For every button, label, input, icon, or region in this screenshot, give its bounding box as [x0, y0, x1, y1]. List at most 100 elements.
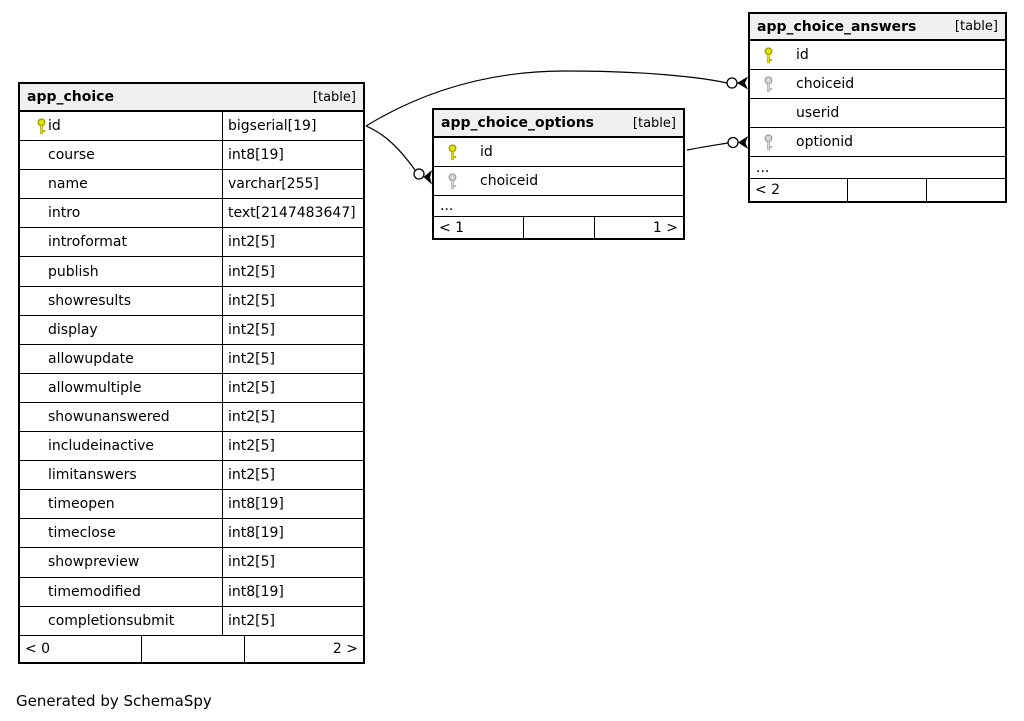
column-type: int2[5] — [222, 373, 363, 402]
column-type: int2[5] — [222, 315, 363, 344]
table-app-choice-options[interactable]: app_choice_options [table] id choiceid ..… — [432, 108, 685, 240]
column-row-limitanswers: limitanswers int2[5] — [20, 461, 363, 491]
table-name[interactable]: app_choice_answers — [757, 18, 917, 35]
odot-options-choiceid — [413, 168, 425, 180]
column-row-allowupdate: allowupdate int2[5] — [20, 344, 363, 374]
column-rows: id choiceid — [434, 138, 683, 196]
column-name: choiceid — [480, 173, 539, 189]
column-row-includeinactive: includeinactive int2[5] — [20, 432, 363, 462]
primary-key-icon — [20, 117, 48, 135]
column-name: id — [796, 47, 809, 63]
column-type: int2[5] — [222, 257, 363, 286]
table-footer: < 1 1 > — [434, 217, 683, 238]
column-row-allowmultiple: allowmultiple int2[5] — [20, 373, 363, 403]
column-row-choiceid: choiceid — [750, 70, 1005, 99]
table-badge: [table] — [312, 89, 356, 105]
primary-key-icon — [434, 143, 480, 161]
table-header: app_choice_answers [table] — [750, 14, 1005, 41]
column-name: publish — [48, 263, 99, 280]
column-row-display: display int2[5] — [20, 315, 363, 345]
column-type: int2[5] — [222, 286, 363, 315]
column-type: int2[5] — [222, 402, 363, 432]
column-row-userid: userid — [750, 99, 1005, 128]
column-name: completionsubmit — [48, 612, 175, 629]
column-type: text[2147483647] — [222, 199, 363, 228]
relationship-line-options-to-answers-optionid — [686, 142, 729, 151]
more-columns-ellipsis: ... — [434, 196, 683, 217]
column-name: name — [48, 176, 88, 193]
generated-by-note: Generated by SchemaSpy — [16, 692, 212, 710]
parent-count: < 1 — [439, 219, 465, 236]
column-type: int2[5] — [222, 461, 363, 490]
child-count: 1 > — [652, 219, 678, 236]
column-type: int8[19] — [222, 141, 363, 170]
column-row-course: course int8[19] — [20, 141, 363, 171]
more-columns-ellipsis: ... — [750, 157, 1005, 179]
crowsfoot-arrow-answers-choiceid — [737, 76, 748, 90]
table-name[interactable]: app_choice_options — [441, 115, 595, 131]
column-type: int2[5] — [222, 432, 363, 461]
table-badge: [table] — [632, 115, 676, 131]
footer-spacer — [523, 217, 595, 238]
table-footer: < 2 — [750, 179, 1005, 201]
parent-count: < 2 — [755, 182, 781, 198]
parent-count: < 0 — [25, 640, 51, 657]
table-name[interactable]: app_choice — [27, 89, 114, 105]
column-rows: id choiceid userid optionid — [750, 41, 1005, 157]
odot-answers-optionid — [727, 136, 739, 149]
column-row-id: id bigserial[19] — [20, 112, 363, 142]
column-name: showresults — [48, 292, 132, 309]
column-row-id: id — [750, 41, 1005, 70]
column-name: allowupdate — [48, 350, 134, 367]
column-name: timeclose — [48, 525, 116, 542]
column-type: int8[19] — [222, 577, 363, 606]
column-type: int8[19] — [222, 519, 363, 548]
foreign-key-icon — [750, 133, 796, 151]
footer-spacer — [847, 179, 927, 201]
primary-key-icon — [750, 46, 796, 64]
table-header: app_choice_options [table] — [434, 110, 683, 138]
column-row-showpreview: showpreview int2[5] — [20, 548, 363, 578]
child-count: 2 > — [332, 640, 358, 657]
column-row-timemodified: timemodified int8[19] — [20, 577, 363, 607]
column-name: userid — [796, 105, 840, 121]
relationship-line-choice-to-options-choiceid — [365, 125, 416, 171]
column-name: course — [48, 147, 95, 164]
column-row-optionid: optionid — [750, 128, 1005, 157]
column-row-timeopen: timeopen int8[19] — [20, 490, 363, 520]
column-name: limitanswers — [48, 467, 137, 484]
foreign-key-icon — [434, 172, 480, 190]
column-row-choiceid: choiceid — [434, 167, 683, 196]
column-row-publish: publish int2[5] — [20, 257, 363, 287]
column-type: int2[5] — [222, 344, 363, 373]
column-name: allowmultiple — [48, 379, 142, 396]
column-type: bigserial[19] — [222, 112, 363, 141]
column-name: choiceid — [796, 76, 855, 92]
column-name: display — [48, 321, 98, 338]
table-app-choice-answers[interactable]: app_choice_answers [table] id choiceid use… — [748, 12, 1007, 203]
table-badge: [table] — [954, 19, 998, 34]
column-name: optionid — [796, 134, 854, 150]
table-footer: < 0 2 > — [20, 635, 363, 662]
column-type: int2[5] — [222, 548, 363, 577]
column-type: int8[19] — [222, 490, 363, 519]
crowsfoot-arrow-answers-optionid — [738, 136, 748, 149]
column-row-id: id — [434, 138, 683, 167]
column-name: timemodified — [48, 583, 141, 600]
column-name: includeinactive — [48, 438, 155, 455]
column-name: id — [480, 144, 493, 160]
column-name: showpreview — [48, 554, 140, 571]
table-header: app_choice [table] — [20, 84, 363, 112]
odot-answers-choiceid — [726, 77, 738, 89]
child-count — [927, 179, 1005, 201]
column-name: showunanswered — [48, 408, 170, 425]
column-name: id — [48, 118, 61, 135]
foreign-key-icon — [750, 75, 796, 93]
column-name: timeopen — [48, 496, 115, 513]
